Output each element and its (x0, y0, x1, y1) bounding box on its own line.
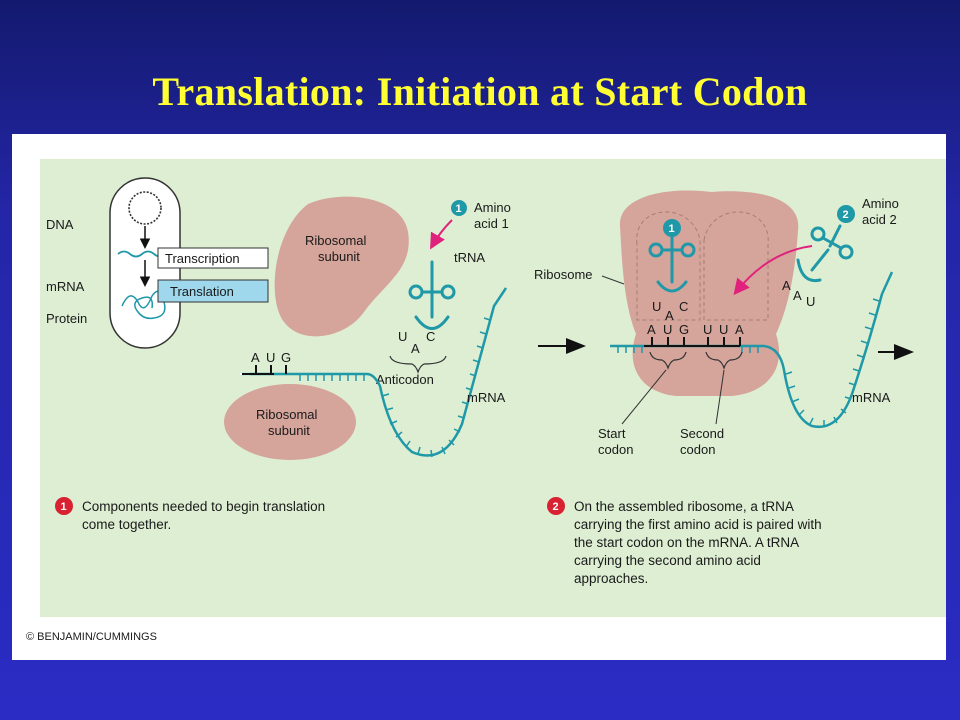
anticodon-base-2: A (411, 341, 420, 356)
small-ribosomal-subunit (224, 384, 356, 460)
caption-step2-line4: carrying the second amino acid (574, 553, 761, 568)
second-codon-base-2: U (719, 322, 728, 337)
codon-marks-2 (644, 337, 741, 347)
second-codon-base-1: U (703, 322, 712, 337)
amino-acid-1-badge-number: 1 (456, 203, 462, 215)
amino-acid-1-label-line1: Amino (474, 200, 511, 215)
start-codon-brace (649, 351, 687, 370)
second-codon-leader (715, 369, 725, 425)
mrna-1-base-2: U (266, 350, 275, 365)
mrna-label-inset: mRNA (46, 279, 85, 294)
step2-illustration: Ribosome 1 U A C 2 Amino acid 2 A (534, 190, 914, 457)
dna-label: DNA (46, 217, 74, 232)
mrna-1-base-1: A (251, 350, 260, 365)
trna-p-badge[interactable] (663, 219, 681, 237)
trna-incoming (796, 224, 854, 283)
anticodon-label: Anticodon (376, 372, 434, 387)
diagram-panel: DNA mRNA Protein Transcription Translati… (12, 134, 946, 660)
caption-step2-line3: the start codon on the mRNA. A tRNA (574, 535, 799, 550)
anticodon-brace (389, 355, 447, 374)
step2-approach-arrow (733, 245, 813, 296)
ribosome-site-a (703, 211, 769, 321)
mrna-1-base-3: G (281, 350, 291, 365)
trna-p-base-3: C (679, 299, 688, 314)
trna-p-base-1: U (652, 299, 661, 314)
ribosome-leader (601, 275, 625, 285)
caption-step2-line5: approaches. (574, 571, 648, 586)
mrna-strand-2 (610, 271, 894, 429)
trna-1 (408, 260, 456, 330)
amino-acid-1-badge[interactable] (451, 200, 467, 216)
mrna-1-label: mRNA (467, 390, 506, 405)
second-codon-base-3: A (735, 322, 744, 337)
caption-step2-badge-number: 2 (553, 501, 559, 513)
translation-label: Translation (170, 284, 234, 299)
small-subunit-label-line2: subunit (268, 423, 310, 438)
amino-acid-2-badge-number: 2 (843, 209, 849, 221)
second-codon-label-line1: Second (680, 426, 724, 441)
caption-step1: 1 Components needed to begin translation… (55, 497, 325, 532)
amino-acid-2-label-line1: Amino (862, 196, 899, 211)
step1-illustration: Ribosomal subunit Ribosomal subunit tRNA… (224, 196, 511, 460)
caption-step2-line1: On the assembled ribosome, a tRNA (574, 499, 794, 514)
translation-box (157, 279, 269, 303)
mrna-2-ticks (617, 298, 880, 427)
start-codon-base-3: G (679, 322, 689, 337)
large-subunit-label-line1: Ribosomal (305, 233, 367, 248)
caption-step1-line2: come together. (82, 517, 171, 532)
large-ribosomal-subunit (274, 196, 409, 337)
amino-acid-1-label-line2: acid 1 (474, 216, 509, 231)
amino-acid-2-badge[interactable] (837, 205, 855, 223)
assembled-ribosome (619, 190, 799, 396)
trna-incoming-base-2: A (793, 288, 802, 303)
ribosome-label: Ribosome (534, 267, 593, 282)
trna-incoming-base-1: A (782, 278, 791, 293)
start-codon-marks-1 (242, 365, 287, 375)
small-subunit-label-line1: Ribosomal (256, 407, 318, 422)
protein-squiggle (121, 290, 166, 320)
step1-approach-arrow (430, 219, 453, 250)
transcription-box (157, 247, 269, 269)
start-codon-label-line1: Start (598, 426, 626, 441)
caption-step1-badge-number: 1 (61, 501, 67, 513)
trna-label: tRNA (454, 250, 485, 265)
trna-p-base-2: A (665, 308, 674, 323)
start-codon-label-line2: codon (598, 442, 633, 457)
caption-step2-badge (547, 497, 565, 515)
second-codon-brace (705, 351, 743, 370)
translation-initiation-diagram: DNA mRNA Protein Transcription Translati… (26, 159, 946, 643)
trna-incoming-base-3: U (806, 294, 815, 309)
cell-inset: DNA mRNA Protein Transcription Translati… (46, 177, 269, 349)
dna-circle (128, 191, 162, 225)
caption-step2-line2: carrying the first amino acid is paired … (574, 517, 822, 532)
start-codon-base-1: A (647, 322, 656, 337)
trna-p-badge-number: 1 (669, 223, 675, 235)
caption-step2: 2 On the assembled ribosome, a tRNA carr… (547, 497, 822, 586)
anticodon-base-1: U (398, 329, 407, 344)
slide-title: Translation: Initiation at Start Codon (152, 69, 808, 114)
caption-step1-badge (55, 497, 73, 515)
transcription-label: Transcription (165, 251, 240, 266)
protein-label: Protein (46, 311, 87, 326)
anticodon-base-3: C (426, 329, 435, 344)
large-subunit-label-line2: subunit (318, 249, 360, 264)
caption-step1-line1: Components needed to begin translation (82, 499, 325, 514)
start-codon-leader (621, 369, 667, 425)
amino-acid-2-label-line2: acid 2 (862, 212, 897, 227)
mrna-2-label: mRNA (852, 390, 891, 405)
second-codon-label-line2: codon (680, 442, 715, 457)
mrna-1-ticks (299, 317, 491, 458)
copyright-notice: © BENJAMIN/CUMMINGS (26, 631, 157, 643)
ribosome-site-p (636, 211, 701, 321)
trna-p-site (648, 232, 696, 293)
start-codon-base-2: U (663, 322, 672, 337)
